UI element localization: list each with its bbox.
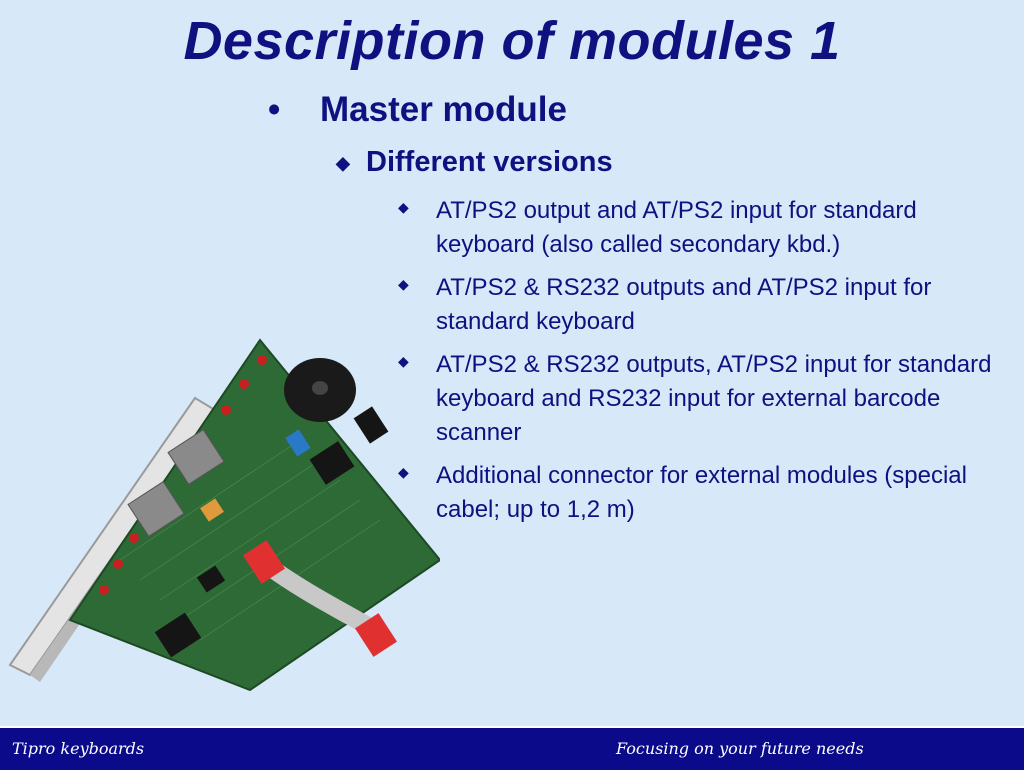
list-item: ◆ AT/PS2 & RS232 outputs and AT/PS2 inpu… <box>398 271 1018 339</box>
versions-list: ◆ AT/PS2 output and AT/PS2 input for sta… <box>398 194 1018 536</box>
master-module-pcb-photo <box>8 338 440 692</box>
diamond-bullet-icon: ◆ <box>398 199 409 215</box>
orange-component <box>200 498 224 522</box>
blue-capacitor <box>285 429 311 457</box>
microcontroller-chip <box>309 441 355 485</box>
list-item-text: AT/PS2 output and AT/PS2 input for stand… <box>436 197 917 258</box>
list-item-text: Additional connector for external module… <box>436 462 967 523</box>
led-row <box>99 355 267 595</box>
chip <box>353 406 389 444</box>
master-module-label: Master module <box>320 90 567 129</box>
chip <box>154 612 202 658</box>
ps2-connector-1 <box>167 428 225 486</box>
list-item-text: AT/PS2 & RS232 outputs, AT/PS2 input for… <box>436 351 992 446</box>
diamond-bullet-icon: ◆ <box>398 464 409 480</box>
chip <box>196 565 226 593</box>
list-item: ◆ AT/PS2 output and AT/PS2 input for sta… <box>398 194 1018 262</box>
diamond-bullet-icon: ◆ <box>398 353 409 369</box>
footer-bar: Tipro keyboards Focusing on your future … <box>0 726 1024 770</box>
ps2-connector-2 <box>127 480 185 538</box>
diamond-bullet-icon: ◆ <box>398 276 409 292</box>
footer-company: Tipro keyboards <box>12 739 145 758</box>
list-item-text: AT/PS2 & RS232 outputs and AT/PS2 input … <box>436 274 932 335</box>
list-item: ◆ Additional connector for external modu… <box>398 459 1018 527</box>
different-versions-label: Different versions <box>366 146 613 178</box>
ribbon-connector-2 <box>354 613 398 657</box>
bullet-different-versions: ◆ Different versions <box>336 146 613 179</box>
bullet-master-module: • Master module <box>268 90 567 130</box>
ribbon-connector-1 <box>242 540 286 584</box>
list-item: ◆ AT/PS2 & RS232 outputs, AT/PS2 input f… <box>398 348 1018 450</box>
slide-title: Description of modules 1 <box>183 11 841 71</box>
footer-slogan: Focusing on your future needs <box>616 739 864 758</box>
diamond-bullet-icon: ◆ <box>336 152 350 173</box>
round-bullet-icon: • <box>268 90 281 129</box>
